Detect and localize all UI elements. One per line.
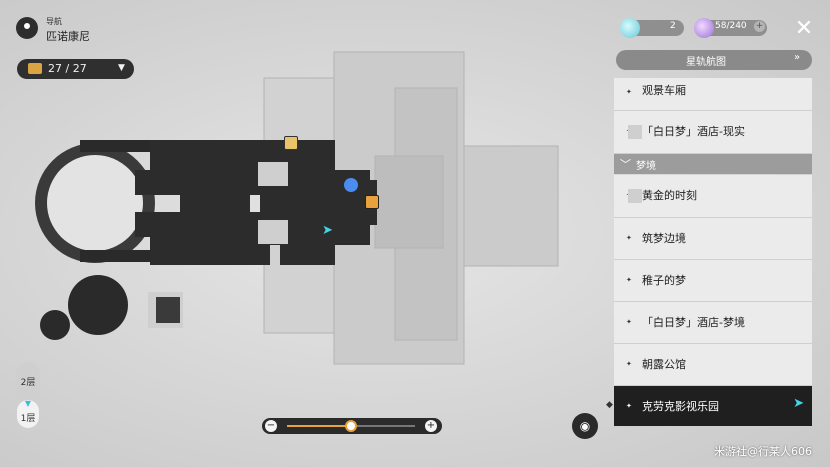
floor-1-button[interactable]: [17, 400, 39, 428]
floor-2-button[interactable]: 2层: [20, 378, 36, 388]
navigation-pin-icon: [16, 17, 38, 39]
location-label: 黄金的时刻: [642, 189, 697, 202]
current-location-icon: ➤: [793, 396, 804, 411]
location-item[interactable]: ✦ 「白日梦」酒店-现实: [614, 111, 812, 154]
location-label: 筑梦边境: [642, 232, 686, 245]
bullet-icon: ✦: [626, 234, 632, 242]
bullet-icon: ✦: [626, 318, 632, 326]
close-icon[interactable]: ✕: [794, 16, 814, 41]
location-item[interactable]: ✦ 朝露公馆: [614, 344, 812, 386]
chest-count: 27 / 27: [48, 62, 87, 75]
location-label: 「白日梦」酒店-现实: [642, 125, 745, 138]
zoom-knob[interactable]: [345, 420, 357, 432]
treasure-chest-icon: [28, 63, 42, 74]
zoom-in-button[interactable]: +: [425, 420, 437, 432]
map-marker-space-anchor-icon[interactable]: [344, 178, 358, 192]
building-icon: [628, 189, 642, 203]
location-label: 克劳克影视乐园: [642, 400, 719, 413]
double-chevron-right-icon: »: [794, 52, 801, 63]
selection-arrows-icon: ◆: [606, 400, 613, 410]
bullet-icon: ✦: [626, 402, 632, 410]
location-item[interactable]: ✦ 稚子的梦: [614, 260, 812, 302]
chest-counter-dropdown[interactable]: [17, 59, 134, 79]
location-item[interactable]: ✦ 观景车厢: [614, 78, 812, 111]
zoom-out-button[interactable]: −: [265, 420, 277, 432]
bullet-icon: ✦: [626, 88, 632, 96]
location-label: 观景车厢: [642, 84, 686, 97]
locate-player-icon[interactable]: ◉: [572, 413, 598, 439]
building-icon: [628, 125, 642, 139]
bullet-icon: ✦: [626, 276, 632, 284]
floor-1-label: 1层: [20, 414, 36, 424]
player-position-icon: ➤: [322, 223, 333, 238]
nav-place-name: 匹诺康尼: [46, 30, 90, 43]
location-item[interactable]: ✦ 筑梦边境: [614, 218, 812, 260]
caret-down-icon[interactable]: ▼: [118, 63, 125, 73]
section-label: 梦境: [636, 161, 656, 172]
map-marker-door-icon[interactable]: [365, 195, 379, 209]
nav-label: 导航: [46, 17, 62, 26]
resource-power-bar: [697, 20, 767, 36]
zoom-fill: [287, 425, 351, 427]
section-header-dreamscape[interactable]: ﹀ 梦境: [614, 154, 812, 174]
current-floor-marker-icon: ▼: [24, 399, 32, 408]
watermark: 米游社@行某人606: [714, 445, 812, 458]
resource-crystal-value: 2: [670, 21, 676, 31]
map-small-room: [156, 297, 180, 323]
map-marker-shop-icon[interactable]: [284, 136, 298, 150]
star-map-label: 星轨航图: [686, 57, 726, 68]
add-power-button[interactable]: +: [754, 21, 765, 32]
star-map-button[interactable]: [616, 50, 812, 70]
location-list[interactable]: ✦ 观景车厢 ✦ 「白日梦」酒店-现实 ﹀ 梦境 ✦ 黄金的时刻 ✦ 筑梦边境 …: [614, 78, 812, 428]
location-item[interactable]: ✦ 黄金的时刻: [614, 175, 812, 218]
location-label: 稚子的梦: [642, 274, 686, 287]
location-item[interactable]: ✦ 「白日梦」酒店-梦境: [614, 302, 812, 344]
trailblaze-power-icon: [694, 18, 714, 38]
location-label: 「白日梦」酒店-梦境: [642, 316, 745, 329]
bullet-icon: ✦: [626, 360, 632, 368]
location-item-active[interactable]: ✦ 克劳克影视乐园 ➤: [614, 386, 812, 427]
crystal-icon: [620, 18, 640, 38]
resource-power-value: 58/240: [715, 21, 747, 31]
map-left-rings: [35, 140, 155, 340]
chevron-down-icon: ﹀: [620, 158, 631, 171]
location-label: 朝露公馆: [642, 358, 686, 371]
